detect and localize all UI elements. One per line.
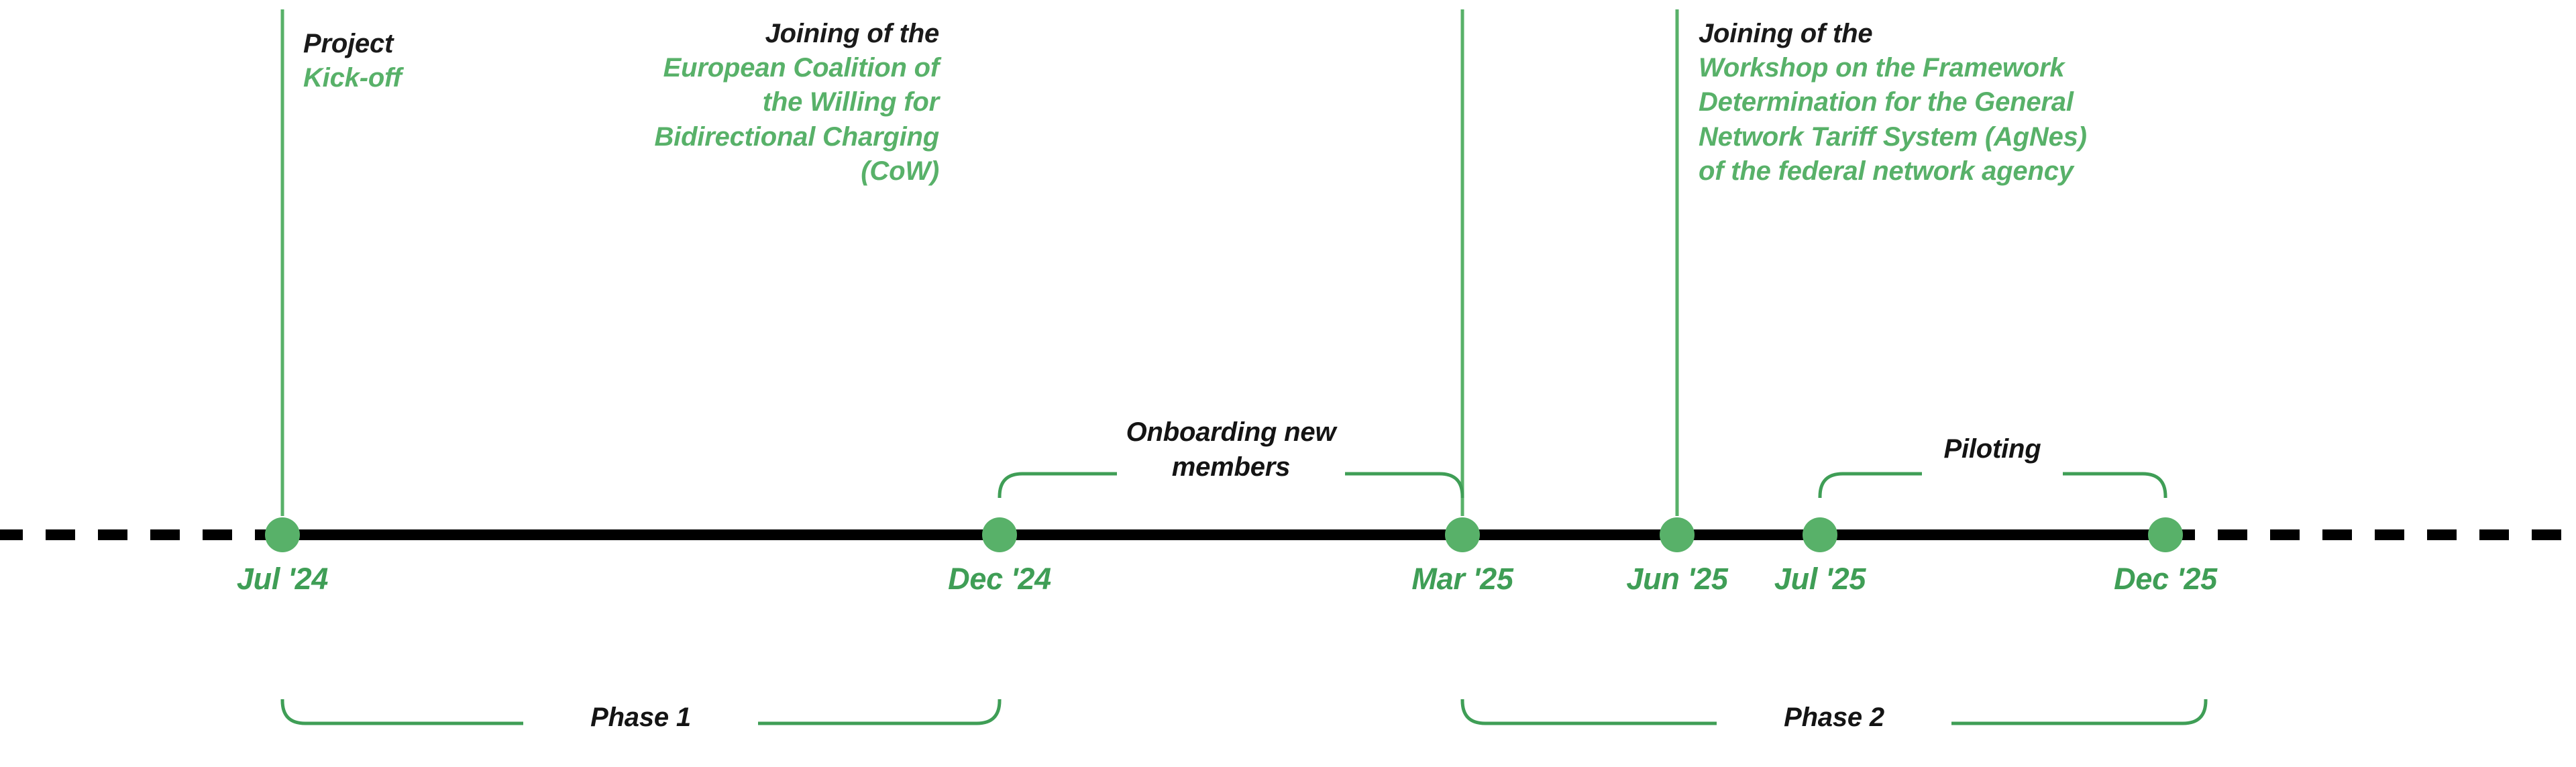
milestone-dot-dec24[interactable] — [982, 517, 1017, 552]
date-label-jun25: Jun '25 — [1626, 562, 1728, 596]
date-label-dec24: Dec '24 — [948, 562, 1051, 596]
date-label-dec25: Dec '25 — [2114, 562, 2217, 596]
callout-body-line-agnes-2: Network Tariff System (AgNes) — [1699, 121, 2087, 152]
span-caption-piloting: Piloting — [1943, 434, 2041, 464]
callout-headline-cow: Joining of the — [765, 19, 940, 48]
phase-bracket-phase2-right-arm — [1951, 699, 2208, 725]
callout-body-line-agnes-3: of the federal network agency — [1699, 156, 2074, 186]
callout-headline-kickoff: Project — [303, 29, 394, 58]
milestone-dot-jul25[interactable] — [1803, 517, 1837, 552]
callout-body-line-kickoff-0: Kick-off — [303, 63, 402, 93]
milestone-dot-jul24[interactable] — [265, 517, 300, 552]
milestone-dot-jun25[interactable] — [1660, 517, 1695, 552]
phase-bracket-phase1-right-arm — [758, 699, 1002, 725]
date-label-jul24: Jul '24 — [236, 562, 329, 596]
phase-caption-phase2: Phase 2 — [1784, 703, 1884, 732]
callout-headline-agnes: Joining of the — [1699, 19, 1873, 48]
bracket-layer — [280, 472, 2208, 725]
date-label-jul25: Jul '25 — [1774, 562, 1866, 596]
callout-body-line-agnes-1: Determination for the General — [1699, 87, 2074, 117]
stem-layer — [280, 9, 1679, 516]
callout-body-line-cow-2: Bidirectional Charging — [654, 121, 939, 152]
phase-bracket-phase1-left-arm — [280, 699, 523, 725]
milestone-dot-mar25[interactable] — [1445, 517, 1480, 552]
milestone-dot-dec25[interactable] — [2148, 517, 2183, 552]
date-label-mar25: Mar '25 — [1411, 562, 1513, 596]
phase-bracket-phase2-left-arm — [1460, 699, 1717, 725]
callout-body-line-agnes-0: Workshop on the Framework — [1699, 53, 2065, 83]
callout-body-line-cow-3: (CoW) — [861, 156, 939, 186]
span-bracket-onboarding-left-arm — [998, 472, 1117, 498]
span-bracket-piloting-right-arm — [2063, 472, 2167, 498]
span-bracket-piloting-left-arm — [1818, 472, 1922, 498]
span-caption-onboarding: Onboarding new members — [1126, 417, 1336, 482]
callout-body-line-cow-0: European Coalition of — [663, 53, 940, 83]
milestone-dot-layer — [265, 517, 2183, 552]
phase-caption-phase1: Phase 1 — [590, 703, 691, 732]
callout-body-line-cow-1: the Willing for — [762, 87, 939, 117]
span-bracket-onboarding-right-arm — [1345, 472, 1464, 498]
